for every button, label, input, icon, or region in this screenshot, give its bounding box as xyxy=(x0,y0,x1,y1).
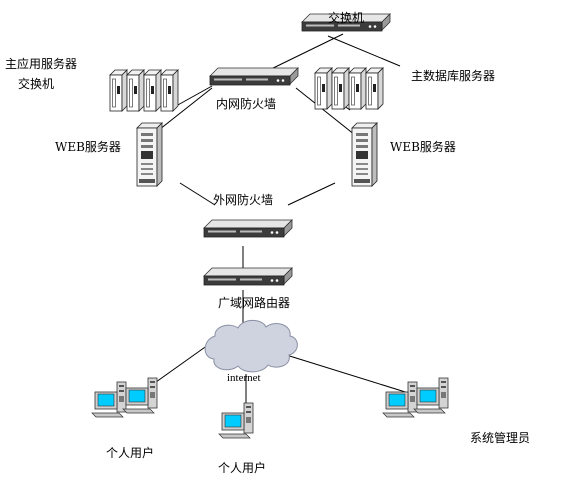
outer-firewall-icon xyxy=(203,219,293,238)
admin-workstations-icon xyxy=(382,377,449,418)
web-server-left-label: WEB服务器 xyxy=(55,139,121,154)
inner-firewall-icon xyxy=(209,67,299,86)
web-server-right-label: WEB服务器 xyxy=(390,139,456,154)
router-icon xyxy=(203,267,293,286)
app-server-label: 主应用服务器 xyxy=(5,56,77,71)
app-server-cluster-icon xyxy=(109,69,179,112)
db-server-label: 主数据库服务器 xyxy=(411,68,495,83)
router-label: 广域网路由器 xyxy=(218,295,290,310)
outer-firewall-label: 外网防火墙 xyxy=(213,192,273,207)
inner-firewall-label: 内网防火墙 xyxy=(216,96,276,111)
web-server-right-icon xyxy=(351,122,378,187)
web-server-left-icon xyxy=(136,122,163,187)
app-switch-label: 交换机 xyxy=(18,76,54,91)
internet-cloud-icon xyxy=(204,319,298,373)
user-center-label: 个人用户 xyxy=(218,460,266,475)
user-workstations-left-icon xyxy=(91,377,158,418)
user-left-label: 个人用户 xyxy=(106,445,154,460)
user-workstation-center-icon xyxy=(218,402,254,439)
admin-label: 系统管理员 xyxy=(470,430,530,445)
db-server-cluster-icon xyxy=(314,67,384,110)
top-switch-label: 交换机 xyxy=(328,10,364,25)
internet-label: internet xyxy=(227,372,261,384)
